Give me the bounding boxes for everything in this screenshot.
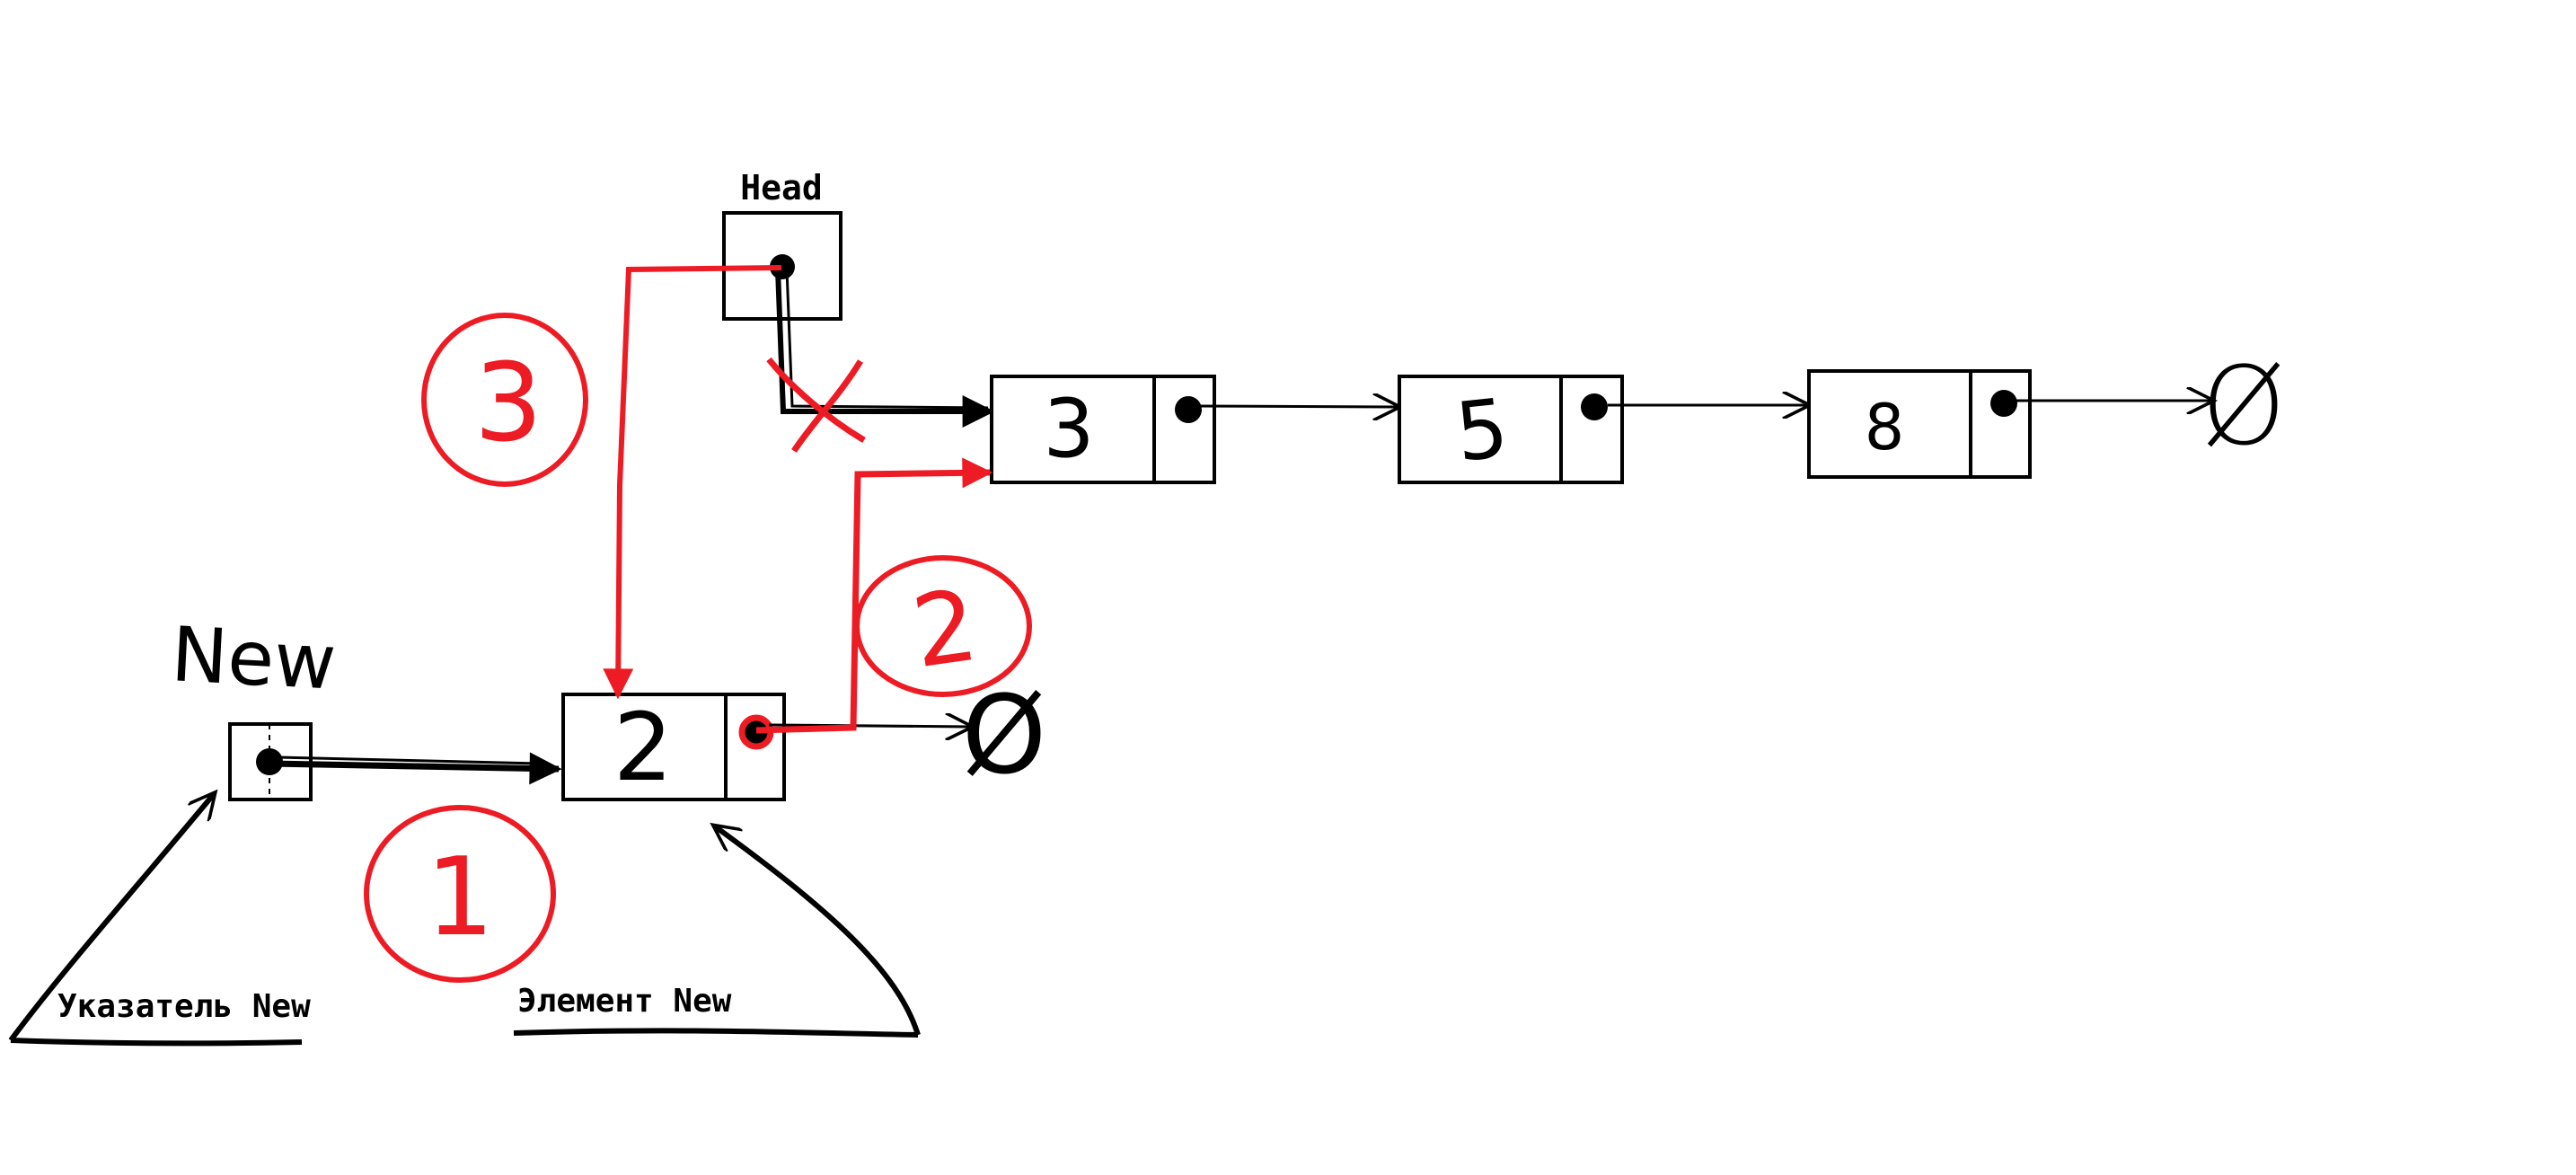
head-old-link-shadow xyxy=(785,269,989,410)
next-pointer-dot xyxy=(1581,393,1608,420)
pointer-caption: Указатель New xyxy=(57,988,311,1025)
link-3-to-5 xyxy=(1199,406,1398,407)
list-node-new: 2 xyxy=(561,693,786,802)
step-2-link xyxy=(755,457,993,734)
list-node-8: 8 xyxy=(1807,369,2032,479)
step-3-marker: 3 xyxy=(421,313,588,487)
null-symbol-end: Ø xyxy=(2201,345,2286,470)
head-label: Head xyxy=(740,168,823,208)
next-pointer-dot xyxy=(1990,390,2017,417)
new-element-null-link xyxy=(768,725,970,727)
step-3-link xyxy=(603,265,782,700)
cross-mark-icon xyxy=(766,357,866,453)
step-number: 3 xyxy=(474,341,543,466)
node-value: 2 xyxy=(613,693,673,802)
element-caption-arrow xyxy=(715,826,921,1036)
new-pointer-label: New xyxy=(169,610,338,706)
null-symbol-new: Ø xyxy=(962,674,1046,799)
step-2-marker: 2 xyxy=(854,555,1032,697)
new-to-element-link xyxy=(269,752,562,785)
element-caption-underline xyxy=(513,1028,919,1038)
element-caption: Элемент New xyxy=(517,983,732,1020)
list-node-5: 5 xyxy=(1398,375,1624,484)
pointer-caption-arrow xyxy=(8,794,214,1042)
node-value: 3 xyxy=(1043,382,1094,476)
node-value: 8 xyxy=(1865,391,1905,464)
list-node-3: 3 xyxy=(990,375,1216,484)
head-old-link xyxy=(775,269,995,428)
new-pointer-dot xyxy=(256,748,283,775)
next-pointer-dot xyxy=(1175,396,1202,423)
step-1-marker: 1 xyxy=(364,805,556,983)
pointer-caption-underline xyxy=(10,1038,303,1047)
node-value: 5 xyxy=(1451,381,1513,480)
step-number: 1 xyxy=(426,835,494,960)
step-number: 2 xyxy=(905,568,984,690)
